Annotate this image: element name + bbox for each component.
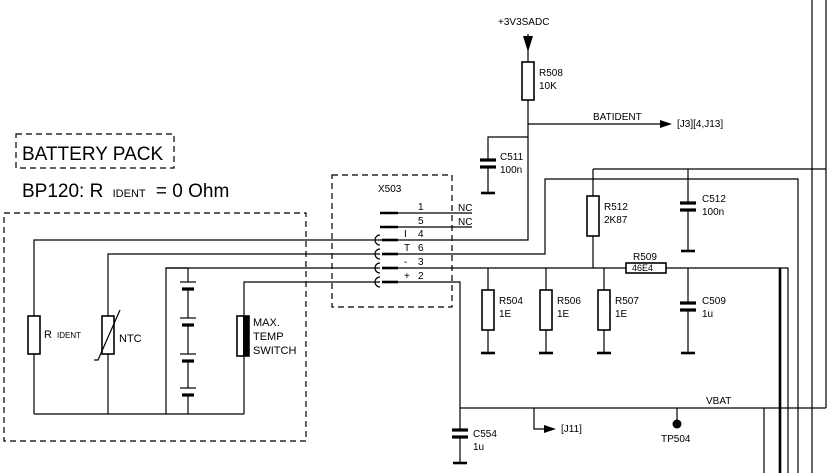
batident-arrow xyxy=(660,120,672,128)
wire-ntc xyxy=(107,253,380,316)
switch-label-3: SWITCH xyxy=(253,345,296,357)
svg-text:2: 2 xyxy=(418,271,424,282)
bp120-prefix: BP120: R xyxy=(22,181,103,202)
bp120-tail: = 0 Ohm xyxy=(156,181,229,202)
svg-text:1: 1 xyxy=(418,202,424,213)
j11-arrow xyxy=(544,425,556,433)
ntc-label: NTC xyxy=(119,333,142,345)
svg-text:5: 5 xyxy=(418,216,424,227)
tp504-label: TP504 xyxy=(661,434,691,445)
c512-label: C512 xyxy=(702,194,726,205)
c509-label: C509 xyxy=(702,296,726,307)
svg-text:6: 6 xyxy=(418,243,424,254)
batident-ref: [J3][4,J13] xyxy=(677,119,723,130)
c511-value: 100n xyxy=(500,165,522,176)
r507-label: R507 xyxy=(615,296,639,307)
r512-value: 2K87 xyxy=(604,215,628,226)
wire-positive xyxy=(243,281,380,316)
batident-label: BATIDENT xyxy=(593,112,642,123)
r512-label: R512 xyxy=(604,202,628,213)
r506-resistor xyxy=(539,289,553,331)
c509-value: 1u xyxy=(702,309,713,320)
x503-pin-2: + 2 xyxy=(374,271,424,288)
battery-pack-outline xyxy=(3,212,307,442)
r512-resistor xyxy=(586,195,600,237)
wire-r509-out xyxy=(666,267,789,473)
r-ident-resistor xyxy=(27,315,41,355)
r507-resistor xyxy=(597,289,611,331)
bp120-line: BP120: R IDENT = 0 Ohm xyxy=(22,181,229,202)
x503-pin-5: 5 NC xyxy=(380,216,472,229)
c554-value: 1u xyxy=(473,442,484,453)
x503-pin-4: I 4 xyxy=(374,229,424,246)
r508-resistor xyxy=(521,61,535,101)
r506-label: R506 xyxy=(557,296,581,307)
svg-text:+: + xyxy=(404,271,410,282)
svg-text:T: T xyxy=(404,243,410,254)
x503-pin-1: 1 NC xyxy=(380,202,472,215)
battery-pack-box xyxy=(15,133,175,169)
j11-label: [J11] xyxy=(561,424,582,435)
r509-value: 46E4 xyxy=(632,263,653,273)
vbat-label: VBAT xyxy=(706,396,731,407)
r506-value: 1E xyxy=(557,309,570,320)
r509-label: R509 xyxy=(633,252,657,263)
wire-vbat xyxy=(398,281,826,409)
supply-arrow xyxy=(523,34,533,52)
c554-label: C554 xyxy=(473,429,497,440)
switch-label-2: TEMP xyxy=(253,331,284,343)
svg-text:NC: NC xyxy=(458,203,472,214)
r504-label: R504 xyxy=(499,296,523,307)
svg-text:3: 3 xyxy=(418,257,424,268)
x503-pin-6: T 6 xyxy=(374,243,424,260)
r504-value: 1E xyxy=(499,309,512,320)
x503-pin-3: - 3 xyxy=(374,257,424,274)
tp504-point xyxy=(672,419,682,429)
wire-ntc-net xyxy=(398,178,799,473)
r507-value: 1E xyxy=(615,309,628,320)
c512-value: 100n xyxy=(702,207,724,218)
r-ident-label: R IDENT xyxy=(44,329,81,341)
svg-text:I: I xyxy=(404,229,407,240)
ntc-slash xyxy=(94,309,121,361)
supply-label: +3V3SADC xyxy=(498,17,549,28)
bp120-sub: IDENT xyxy=(113,188,146,200)
battery-pack-title: BATTERY PACK xyxy=(22,144,163,165)
svg-text:NC: NC xyxy=(458,217,472,228)
r504-resistor xyxy=(481,289,495,331)
wire-ident xyxy=(33,239,380,316)
svg-text:-: - xyxy=(404,257,407,268)
battery-cells xyxy=(166,267,196,414)
switch-label-1: MAX. xyxy=(253,317,280,329)
r508-value: 10K xyxy=(539,81,557,92)
c511-label: C511 xyxy=(500,152,524,163)
temp-switch-fill xyxy=(243,316,249,356)
wire-j11 xyxy=(533,408,544,430)
x503-label: X503 xyxy=(378,184,402,195)
svg-text:4: 4 xyxy=(418,229,424,240)
wire-c511 xyxy=(487,136,528,160)
x503-outline xyxy=(331,174,453,308)
r508-label: R508 xyxy=(539,68,563,79)
wire-batident-node xyxy=(380,100,529,241)
